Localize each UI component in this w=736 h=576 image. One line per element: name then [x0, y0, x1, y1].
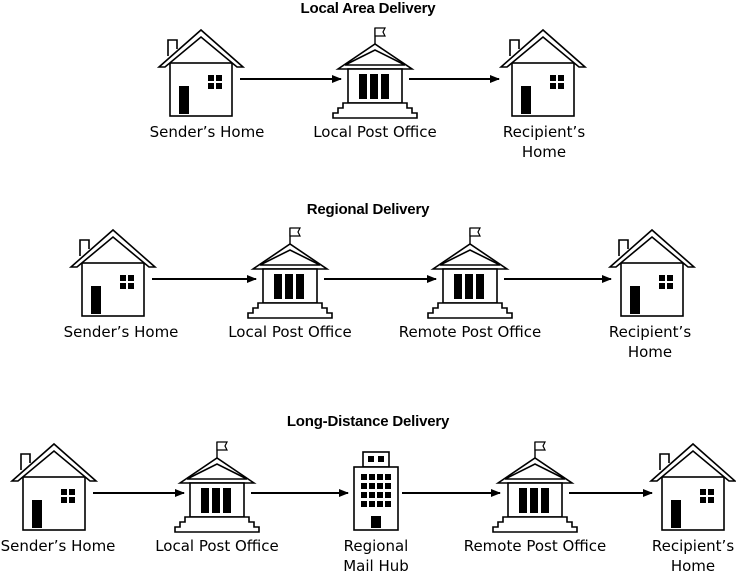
label-remote-post-office: Remote Post Office	[398, 323, 542, 341]
label-local-post-office: Local Post Office	[228, 323, 352, 341]
post-office-icon	[174, 441, 260, 533]
label-senders-home: Sender’s Home	[63, 323, 179, 341]
title-local-area-delivery: Local Area Delivery	[300, 0, 436, 17]
house-icon	[68, 228, 158, 317]
label-senders-home: Sender’s Home	[0, 537, 116, 555]
label-local-post-office: Local Post Office	[155, 537, 279, 555]
post-office-icon	[247, 227, 333, 319]
title-long-distance-delivery: Long-Distance Delivery	[286, 413, 450, 430]
house-icon	[607, 228, 697, 317]
house-icon	[648, 442, 736, 531]
title-regional-delivery: Regional Delivery	[306, 201, 430, 218]
house-icon	[9, 442, 99, 531]
post-office-icon	[332, 27, 418, 119]
label-remote-post-office: Remote Post Office	[463, 537, 607, 555]
house-icon	[156, 28, 246, 117]
post-office-icon	[427, 227, 513, 319]
label-local-post-office: Local Post Office	[313, 123, 437, 141]
post-office-icon	[492, 441, 578, 533]
mail-hub-icon	[353, 451, 399, 531]
label-senders-home: Sender’s Home	[149, 123, 265, 141]
house-icon	[498, 28, 588, 117]
